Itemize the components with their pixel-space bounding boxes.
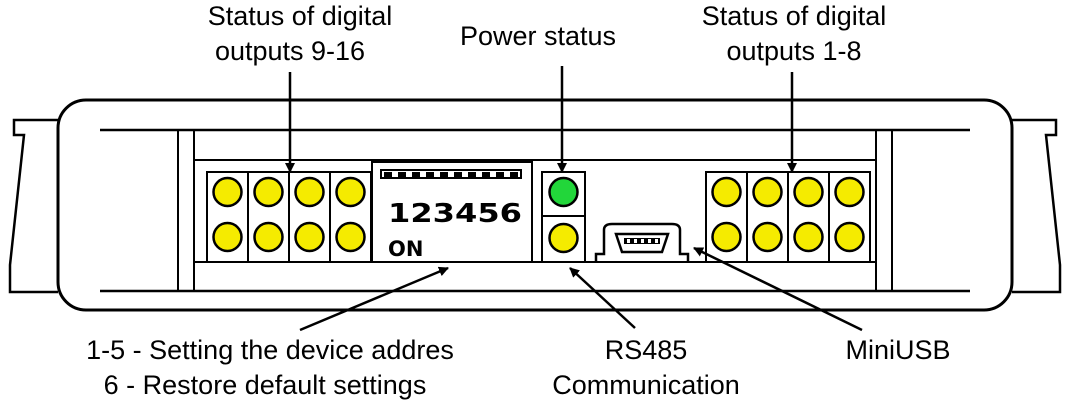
output-9-16-led-8	[335, 221, 366, 253]
output-1-8-led-6	[752, 221, 783, 253]
label-outputs-9-16-line1: Status of digital	[208, 1, 393, 31]
arrow-address	[299, 266, 449, 332]
rs485-status-led	[548, 222, 579, 254]
label-rs485-line2: Communication	[552, 370, 740, 400]
output-1-8-led-3	[793, 176, 824, 208]
output-1-8-led-1	[711, 176, 742, 208]
right-mounting-clip	[1012, 118, 1062, 294]
label-outputs-9-16-line2: outputs 9-16	[215, 36, 365, 66]
arrow-rs485	[569, 267, 636, 329]
output-9-16-led-3	[294, 176, 325, 208]
output-9-16-led-4	[335, 176, 366, 208]
label-rs485-line1: RS485	[605, 335, 688, 365]
dip-lever	[440, 172, 448, 178]
status-led-column	[541, 171, 586, 263]
led-grid-outputs-9-16	[206, 171, 372, 263]
dip-lever	[454, 172, 462, 178]
dip-lever	[412, 172, 420, 178]
output-9-16-led-2	[253, 176, 284, 208]
output-9-16-led-5	[212, 221, 243, 253]
dip-lever-rail	[380, 169, 522, 179]
led-grid-outputs-1-8	[705, 171, 871, 263]
arrow-miniusb	[693, 246, 863, 332]
output-1-8-led-5	[711, 221, 742, 253]
pointer-arrows	[285, 66, 863, 332]
dip-switch-levers	[380, 169, 522, 179]
output-1-8-led-7	[793, 221, 824, 253]
output-9-16-led-7	[294, 221, 325, 253]
output-9-16-led-6	[253, 221, 284, 253]
dip-lever	[426, 172, 434, 178]
output-9-16-led-1	[212, 176, 243, 208]
miniusb-port[interactable]	[594, 222, 690, 262]
dip-lever	[468, 172, 476, 178]
power-status-led	[548, 176, 579, 208]
dip-lever	[482, 172, 490, 178]
label-address-line2: 6 - Restore default settings	[104, 370, 427, 400]
dip-lever	[510, 172, 518, 178]
output-1-8-led-2	[752, 176, 783, 208]
output-1-8-led-4	[834, 176, 865, 208]
dip-lever	[496, 172, 504, 178]
output-1-8-led-8	[834, 221, 865, 253]
label-power-status: Power status	[460, 21, 616, 51]
label-address-line1: 1-5 - Setting the device addres	[86, 335, 454, 365]
dip-switch[interactable]: 123456 ON	[371, 161, 533, 263]
label-outputs-1-8-line1: Status of digital	[702, 1, 887, 31]
dip-switch-numbers: 123456	[388, 199, 522, 229]
label-miniusb: MiniUSB	[845, 335, 950, 365]
dip-lever	[384, 172, 392, 178]
dip-lever	[398, 172, 406, 178]
label-outputs-1-8-line2: outputs 1-8	[726, 36, 861, 66]
dip-switch-on-label: ON	[388, 237, 423, 261]
left-mounting-clip	[8, 118, 58, 294]
